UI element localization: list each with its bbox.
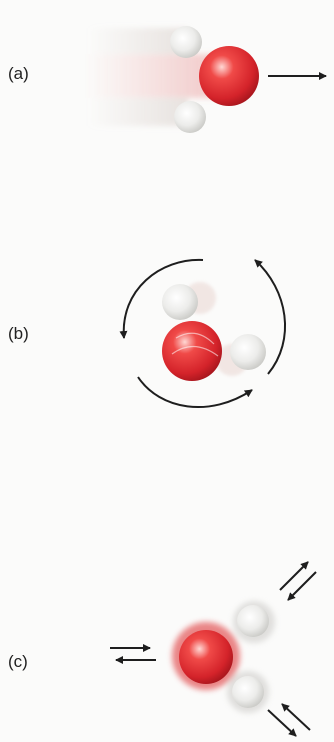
- hydrogen-atom-icon: [230, 334, 266, 370]
- panel-c-vibration: [0, 560, 334, 742]
- panel-b-rotation: [0, 240, 334, 440]
- hydrogen-atom-icon: [162, 284, 198, 320]
- hydrogen-atom-icon: [174, 101, 206, 133]
- hydrogen-atom-icon: [237, 605, 269, 637]
- hydrogen-atom-icon: [232, 676, 264, 708]
- hydrogen-atom-icon: [170, 26, 202, 58]
- oxygen-atom-icon: [199, 46, 259, 106]
- oxygen-atom-icon: [162, 321, 222, 381]
- oxygen-atom-icon: [179, 630, 233, 684]
- panel-a-translation: [0, 0, 334, 160]
